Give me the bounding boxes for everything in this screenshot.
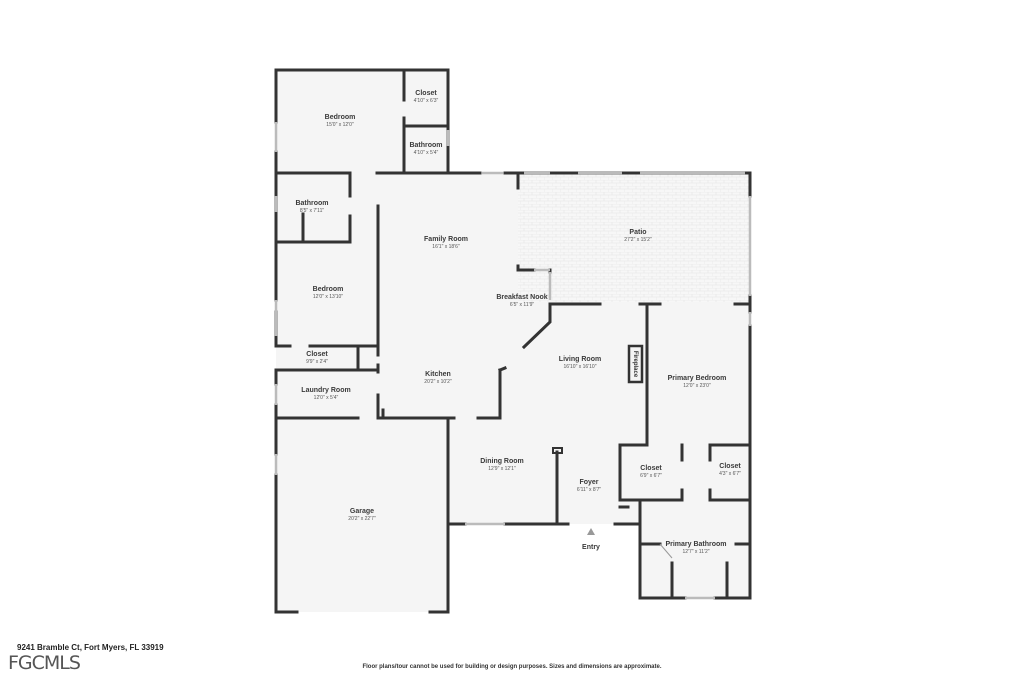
room-name: Foyer	[579, 479, 599, 486]
room-dimensions: 27'2" x 15'2"	[624, 237, 652, 243]
room-name: Living Room	[558, 356, 602, 363]
room-name: Laundry Room	[301, 387, 351, 394]
room-dimensions: 12'9" x 12'1"	[488, 466, 516, 472]
room-dimensions: 9'9" x 2'4"	[306, 359, 328, 365]
room-bedroom-3: Bedroom 15'0" x 12'0"	[325, 113, 356, 129]
room-bathroom-left: Bathroom 8'5" x 7'11"	[295, 199, 328, 215]
room-name: Patio	[629, 229, 647, 236]
room-foyer: Foyer 6'11" x 8'7"	[577, 478, 601, 494]
room-name: Bedroom	[312, 286, 344, 293]
floor-fills	[276, 70, 750, 612]
room-dimensions: 20'2" x 10'2"	[424, 379, 452, 385]
room-dimensions: 6'5" x 11'9"	[509, 302, 535, 308]
room-name: Primary Bedroom	[667, 375, 727, 382]
room-name: Closet	[719, 463, 741, 470]
fireplace: Fireplace	[628, 346, 642, 382]
room-name: Primary Bathroom	[665, 541, 727, 548]
room-patio: Patio 27'2" x 15'2"	[624, 228, 651, 244]
room-dimensions: 20'2" x 22'7"	[348, 516, 376, 522]
room-primary-bedroom: Primary Bedroom 12'0" x 23'0"	[668, 374, 727, 390]
room-dimensions: 15'0" x 12'0"	[326, 122, 354, 128]
room-name: Family Room	[424, 236, 468, 243]
room-name: Dining Room	[480, 458, 524, 465]
room-name: Closet	[415, 90, 437, 97]
room-dimensions: 4'10" x 6'3"	[413, 98, 439, 104]
room-name: Breakfast Nook	[496, 294, 548, 301]
room-dimensions: 16'10" x 16'10"	[563, 364, 597, 370]
fireplace-label: Fireplace	[632, 350, 639, 378]
walls	[274, 68, 752, 614]
room-living-room: Living Room 16'10" x 16'10"	[559, 355, 601, 371]
room-dimensions: 4'3" x 6'7"	[719, 471, 741, 477]
room-closet-hall: Closet 9'9" x 2'4"	[306, 350, 328, 366]
room-dimensions: 12'0" x 23'0"	[683, 383, 711, 389]
room-bedroom-2: Bedroom 12'0" x 13'10"	[313, 285, 344, 301]
room-name: Kitchen	[425, 371, 451, 378]
property-address: 9241 Bramble Ct, Fort Myers, FL 33919	[17, 643, 164, 652]
room-kitchen: Kitchen 20'2" x 10'2"	[424, 370, 451, 386]
room-name: Closet	[640, 465, 662, 472]
room-dimensions: 8'5" x 7'11"	[299, 208, 325, 214]
room-bathroom-upper: Bathroom 4'10" x 5'4"	[409, 141, 442, 157]
disclaimer-text: Floor plans/tour cannot be used for buil…	[362, 664, 662, 670]
room-dimensions: 6'11" x 8'7"	[576, 487, 602, 493]
windows	[274, 122, 752, 600]
room-garage: Garage 20'2" x 22'7"	[348, 507, 375, 523]
room-name: Closet	[306, 351, 328, 358]
room-closet-primary-right: Closet 4'3" x 6'7"	[719, 462, 741, 478]
room-dimensions: 12'0" x 13'10"	[312, 294, 344, 300]
room-dimensions: 12'7" x 11'2"	[682, 549, 710, 555]
patio-area	[518, 174, 750, 302]
room-dimensions: 4'10" x 5'4"	[413, 150, 439, 156]
room-family-room: Family Room 16'1" x 18'6"	[424, 235, 468, 251]
mls-logo: FGCMLS	[8, 652, 81, 674]
room-dimensions: 6'9" x 6'7"	[640, 473, 662, 479]
room-closet-upper: Closet 4'10" x 6'3"	[414, 89, 439, 105]
entry-label: Entry	[582, 544, 600, 551]
room-name: Garage	[349, 508, 375, 515]
room-breakfast-nook: Breakfast Nook 6'5" x 11'9"	[496, 293, 547, 309]
room-laundry: Laundry Room 12'0" x 5'4"	[301, 386, 350, 402]
room-closet-primary-left: Closet 6'9" x 6'7"	[640, 464, 662, 480]
room-dimensions: 12'0" x 5'4"	[313, 395, 339, 401]
room-name: Bedroom	[324, 114, 356, 121]
room-name: Bathroom	[295, 200, 329, 207]
room-name: Bathroom	[409, 142, 443, 149]
room-primary-bathroom: Primary Bathroom 12'7" x 11'2"	[665, 540, 726, 556]
entry-arrow-icon	[587, 528, 595, 535]
room-dimensions: 16'1" x 18'6"	[432, 244, 460, 250]
room-dining-room: Dining Room 12'9" x 12'1"	[480, 457, 524, 473]
